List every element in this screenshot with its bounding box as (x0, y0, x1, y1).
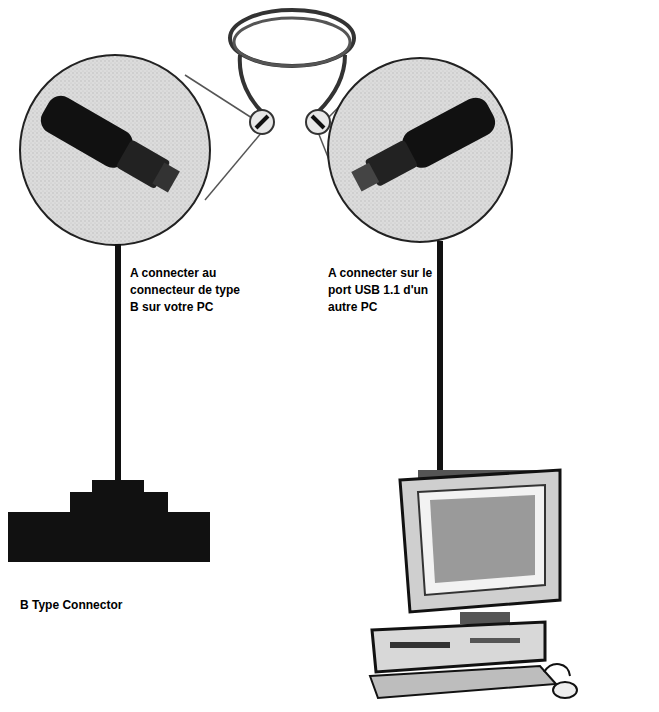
instruction-label: A connecter sur le port USB 1.1 d'un aut… (328, 265, 434, 316)
b-type-connector (8, 480, 210, 562)
cable-coil (230, 10, 354, 112)
zoom-circles (20, 55, 512, 245)
leader-line (118, 241, 440, 482)
computer-illustration (370, 470, 577, 698)
instruction-label: A connecter au connecteur de type B sur … (130, 265, 242, 316)
part-label: B Type Connector (20, 597, 220, 614)
usb-plug (36, 91, 500, 200)
